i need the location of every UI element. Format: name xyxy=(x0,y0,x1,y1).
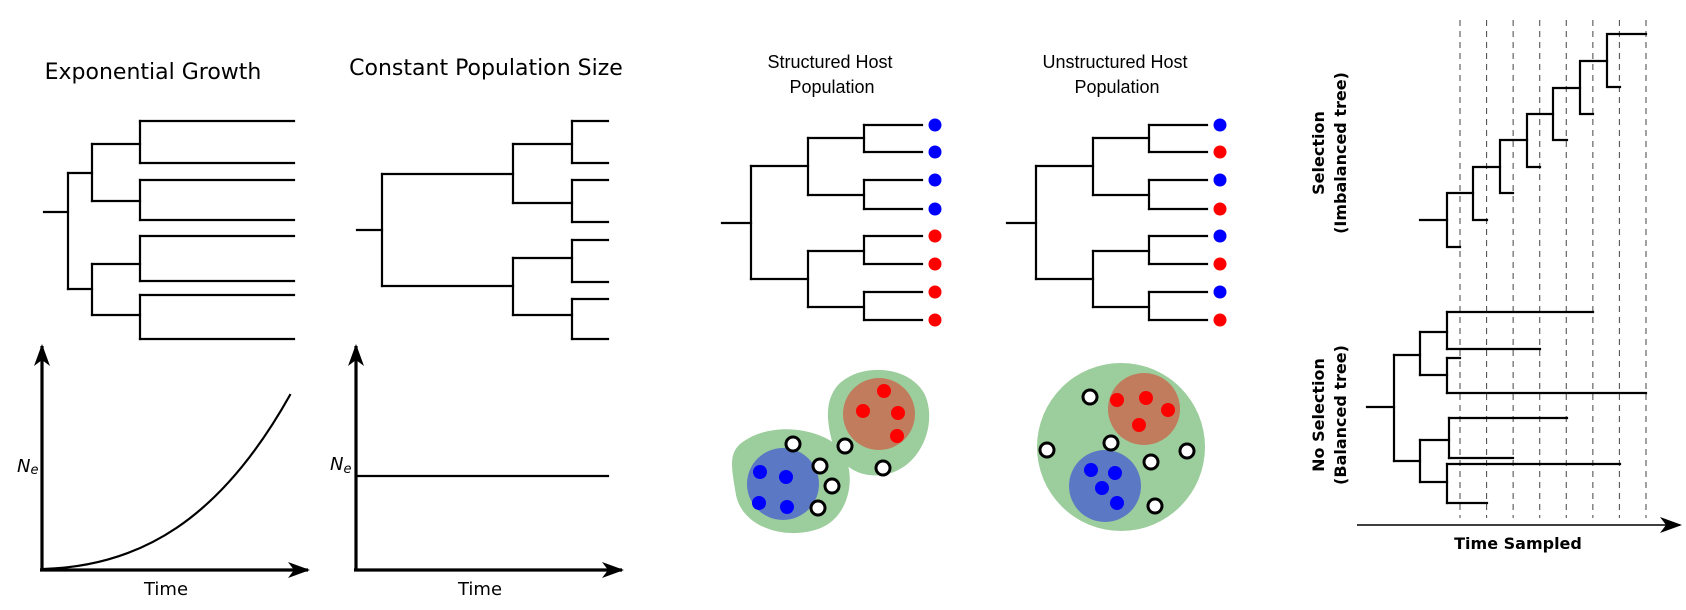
red-infected-hosts xyxy=(1110,391,1175,432)
tip-dot-red xyxy=(928,257,942,271)
tip-dot-red xyxy=(928,285,942,299)
time-label: Time xyxy=(143,579,188,600)
selection-label-line2: (Imbalanced tree) xyxy=(1331,72,1350,234)
no-selection-label-line1: No Selection xyxy=(1309,358,1328,472)
tip-dot-blue xyxy=(928,173,942,187)
ne-label: Ne xyxy=(17,456,38,478)
exponential-curve xyxy=(42,393,292,571)
tip-dot-blue xyxy=(928,145,942,159)
constant-tree xyxy=(355,119,610,341)
structured-tip-dots xyxy=(928,118,942,327)
unstructured-host-diagram xyxy=(1037,363,1205,531)
no-selection-label-line2: (Balanced tree) xyxy=(1331,345,1350,485)
ne-label: Ne xyxy=(330,454,351,477)
tip-dot-blue xyxy=(928,118,942,132)
constant-title: Constant Population Size xyxy=(349,56,623,81)
tip-dot-red xyxy=(1213,145,1227,159)
selection-panel: Selection (Imbalanced tree) No Selection… xyxy=(1309,20,1682,553)
balanced-tree xyxy=(1365,310,1648,505)
tip-dot-blue xyxy=(1213,285,1227,299)
unstructured-title-line2: Population xyxy=(1074,77,1159,97)
uninfected-hosts xyxy=(1038,388,1196,515)
exponential-title: Exponential Growth xyxy=(45,60,262,85)
constant-panel: Constant Population Size Ne Time xyxy=(330,56,624,600)
blue-infected-hosts xyxy=(1084,463,1124,510)
blue-infected-hosts xyxy=(752,465,794,514)
structured-tree xyxy=(720,123,924,322)
exponential-plot: Ne Time xyxy=(17,344,310,600)
exponential-panel: Exponential Growth Ne Time xyxy=(17,60,310,600)
unstructured-panel: Unstructured Host Population xyxy=(1005,52,1227,531)
tip-dot-blue xyxy=(1213,118,1227,132)
tip-dot-blue xyxy=(928,202,942,216)
structured-panel: Structured Host Population xyxy=(720,52,942,534)
tip-dot-blue xyxy=(1213,173,1227,187)
time-sampled-label: Time Sampled xyxy=(1454,534,1582,553)
red-subpopulation xyxy=(1108,373,1180,445)
time-label: Time xyxy=(457,579,502,600)
structured-title-line1: Structured Host xyxy=(767,52,892,72)
tip-dot-blue xyxy=(1213,229,1227,243)
unstructured-tip-dots xyxy=(1213,118,1227,327)
structured-title-line2: Population xyxy=(789,77,874,97)
red-infected-hosts xyxy=(856,384,905,443)
unstructured-tree xyxy=(1005,123,1209,322)
tip-dot-red xyxy=(1213,202,1227,216)
constant-plot: Ne Time xyxy=(330,344,624,600)
selection-label-line1: Selection xyxy=(1309,111,1328,195)
structured-host-diagram xyxy=(732,369,930,534)
unstructured-title-line1: Unstructured Host xyxy=(1042,52,1187,72)
tip-dot-red xyxy=(1213,257,1227,271)
exponential-tree xyxy=(42,119,296,341)
tip-dot-red xyxy=(928,229,942,243)
imbalanced-tree xyxy=(1418,32,1648,249)
uninfected-hosts xyxy=(784,435,892,517)
tip-dot-red xyxy=(928,313,942,327)
tip-dot-red xyxy=(1213,313,1227,327)
